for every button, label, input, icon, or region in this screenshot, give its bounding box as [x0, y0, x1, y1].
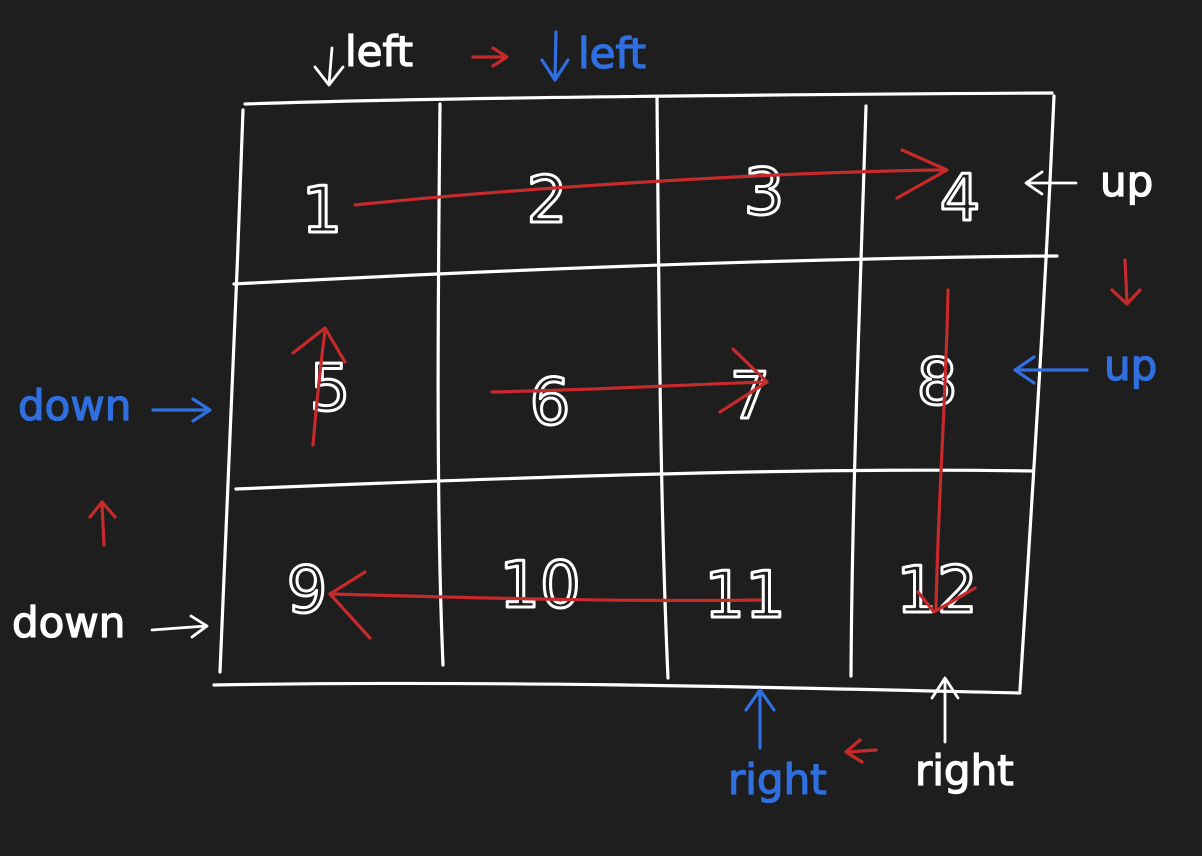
matrix-cells: 1 2 3 4 5 6 7 8 9 10 11 12 — [285, 155, 982, 635]
cell-r2-c2: 6 — [530, 366, 571, 440]
right-next-arrow — [744, 688, 776, 750]
arrowhead-row1 — [895, 148, 949, 200]
label-up-initial: up — [1100, 157, 1153, 206]
down-initial-arrow — [150, 614, 209, 639]
path-col1-up — [311, 328, 327, 447]
grid-col-line-3 — [849, 104, 868, 678]
spiral-traversal-path — [88, 46, 1142, 764]
down-next-arrow — [151, 397, 212, 423]
grid-bottom-border — [212, 681, 1022, 695]
grid-row-line-1 — [232, 254, 1059, 286]
up-initial-arrow — [1024, 170, 1078, 196]
label-left-initial: left — [345, 27, 413, 76]
grid-col-line-1 — [436, 102, 445, 667]
cell-r1-c4: 4 — [940, 162, 981, 236]
grid-top-border — [243, 91, 1054, 106]
arrow-left-to-next-left — [471, 46, 509, 68]
cell-r3-c3: 11 — [704, 559, 785, 633]
cell-r1-c1: 1 — [302, 174, 343, 248]
label-down-initial: down — [12, 598, 125, 647]
grid-row-line-2 — [234, 468, 1035, 491]
left-initial-arrow — [313, 46, 345, 87]
cell-r2-c4: 8 — [917, 346, 958, 420]
arrowhead-row2 — [718, 347, 769, 414]
path-row2-right — [490, 380, 767, 394]
label-down-next: down — [18, 381, 131, 430]
path-row1-right — [353, 168, 947, 207]
up-next-arrow — [1013, 355, 1089, 385]
arrow-down-to-next-down — [88, 500, 117, 547]
arrow-up-to-next-up — [1110, 258, 1142, 306]
arrowhead-col4 — [916, 586, 977, 614]
cell-r1-c2: 2 — [527, 164, 568, 238]
grid-left-border — [218, 108, 245, 674]
cell-r1-c3: 3 — [744, 156, 785, 230]
grid-right-border — [1018, 94, 1056, 692]
path-col4-down — [934, 288, 950, 612]
arrow-right-to-next-right — [844, 738, 878, 764]
arrowhead-col1 — [291, 326, 347, 364]
label-left-next: left — [578, 29, 646, 78]
cell-r3-c1: 9 — [287, 554, 328, 628]
cell-r3-c2: 10 — [499, 549, 580, 623]
right-initial-arrow — [930, 676, 960, 744]
pointer-labels: left left up up down down right right — [11, 26, 1158, 804]
grid-col-line-2 — [655, 96, 670, 680]
path-row3-left — [328, 592, 762, 603]
arrowhead-row3 — [328, 570, 372, 640]
matrix-grid — [212, 91, 1059, 695]
label-right-next: right — [728, 755, 827, 804]
cell-r2-c3: 7 — [730, 360, 771, 434]
label-up-next: up — [1104, 341, 1157, 390]
left-next-arrow — [540, 30, 570, 82]
label-right-initial: right — [915, 746, 1014, 795]
